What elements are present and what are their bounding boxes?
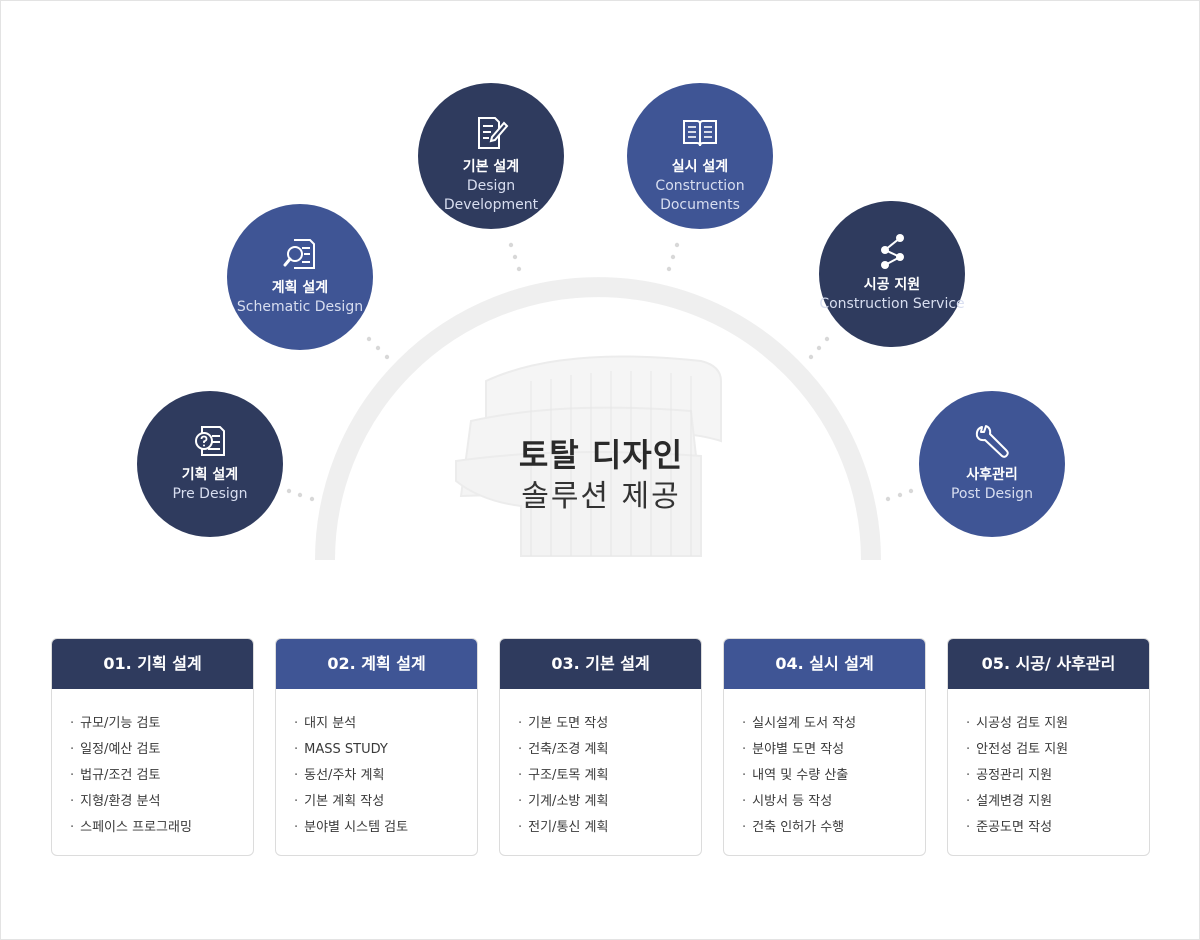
dotted-connectors [286,242,914,502]
stage-schematic-design: 계획 설계 Schematic Design [227,204,373,350]
list-item: 구조/토목 계획 [518,763,701,789]
building-sketch-icon [455,355,722,557]
stage-construction-service: 시공 지원 Construction Service [819,201,965,347]
list-item: 전기/통신 계획 [518,815,701,841]
card-title: 02. 계획 설계 [276,639,477,689]
list-item: 실시설계 도서 작성 [742,711,925,737]
arc-ring [315,277,881,561]
stage-name-ko: 사후관리 [966,467,1018,483]
list-item: 규모/기능 검토 [70,711,253,737]
list-item: 기본 계획 작성 [294,789,477,815]
list-item: 기계/소방 계획 [518,789,701,815]
document-edit-icon [478,117,509,149]
card-item-list: 대지 분석 MASS STUDY 동선/주차 계획 기본 계획 작성 분야별 시… [276,689,477,841]
card-title: 05. 시공/ 사후관리 [948,639,1149,689]
stage-name-en: Construction Service [819,296,965,312]
list-item: 동선/주차 계획 [294,763,477,789]
question-document-icon [195,426,225,456]
list-item: 분야별 시스템 검토 [294,815,477,841]
stage-name-en: Construction Documents [655,178,745,213]
stage-name-en: Design Development [443,178,539,213]
stage-post-design: 사후관리 Post Design [919,391,1065,537]
card-title: 03. 기본 설계 [500,639,701,689]
list-item: 공정관리 지원 [966,763,1149,789]
stage-construction-documents: 실시 설계 Construction Documents [627,83,773,229]
card-schematic-design: 02. 계획 설계 대지 분석 MASS STUDY 동선/주차 계획 기본 계… [275,638,478,856]
card-construction-post-design: 05. 시공/ 사후관리 시공성 검토 지원 안전성 검토 지원 공정관리 지원… [947,638,1150,856]
card-item-list: 기본 도면 작성 건축/조경 계획 구조/토목 계획 기계/소방 계획 전기/통… [500,689,701,841]
card-title: 01. 기획 설계 [52,639,253,689]
arc-decoration [286,242,914,561]
list-item: 스페이스 프로그래밍 [70,815,253,841]
card-item-list: 규모/기능 검토 일정/예산 검토 법규/조건 검토 지형/환경 분석 스페이스… [52,689,253,841]
stage-name-ko: 시공 지원 [863,277,921,293]
card-item-list: 시공성 검토 지원 안전성 검토 지원 공정관리 지원 설계변경 지원 준공도면… [948,689,1149,841]
list-item: 분야별 도면 작성 [742,737,925,763]
stage-name-ko: 기본 설계 [462,159,520,175]
stage-name-en: Pre Design [172,486,248,502]
center-title-line2: 솔루션 제공 [521,479,681,514]
list-item: 건축/조경 계획 [518,737,701,763]
center-title: 토탈 디자인 솔루션 제공 [451,433,751,517]
list-item: 준공도면 작성 [966,815,1149,841]
stage-name-ko: 기획 설계 [181,467,239,483]
list-item: 대지 분석 [294,711,477,737]
wrench-icon [975,425,1009,458]
stage-pre-design: 기획 설계 Pre Design [137,391,283,537]
card-title: 04. 실시 설계 [724,639,925,689]
document-search-icon [283,239,315,269]
open-book-icon [683,120,717,147]
list-item: 건축 인허가 수행 [742,815,925,841]
list-item: 지형/환경 분석 [70,789,253,815]
stage-name-ko: 계획 설계 [271,280,329,296]
card-pre-design: 01. 기획 설계 규모/기능 검토 일정/예산 검토 법규/조건 검토 지형/… [51,638,254,856]
share-nodes-icon [881,234,904,269]
list-item: 내역 및 수량 산출 [742,763,925,789]
list-item: 시공성 검토 지원 [966,711,1149,737]
list-item: 기본 도면 작성 [518,711,701,737]
card-item-list: 실시설계 도서 작성 분야별 도면 작성 내역 및 수량 산출 시방서 등 작성… [724,689,925,841]
list-item: 안전성 검토 지원 [966,737,1149,763]
stage-design-development: 기본 설계 Design Development [418,83,564,229]
card-design-development: 03. 기본 설계 기본 도면 작성 건축/조경 계획 구조/토목 계획 기계/… [499,638,702,856]
list-item: 일정/예산 검토 [70,737,253,763]
center-title-line1: 토탈 디자인 [518,436,684,474]
list-item: 시방서 등 작성 [742,789,925,815]
stage-name-ko: 실시 설계 [671,159,729,175]
list-item: 설계변경 지원 [966,789,1149,815]
list-item: MASS STUDY [294,737,477,763]
card-construction-documents: 04. 실시 설계 실시설계 도서 작성 분야별 도면 작성 내역 및 수량 산… [723,638,926,856]
list-item: 법규/조건 검토 [70,763,253,789]
stage-name-en: Schematic Design [236,299,364,315]
stage-name-en: Post Design [950,486,1034,502]
